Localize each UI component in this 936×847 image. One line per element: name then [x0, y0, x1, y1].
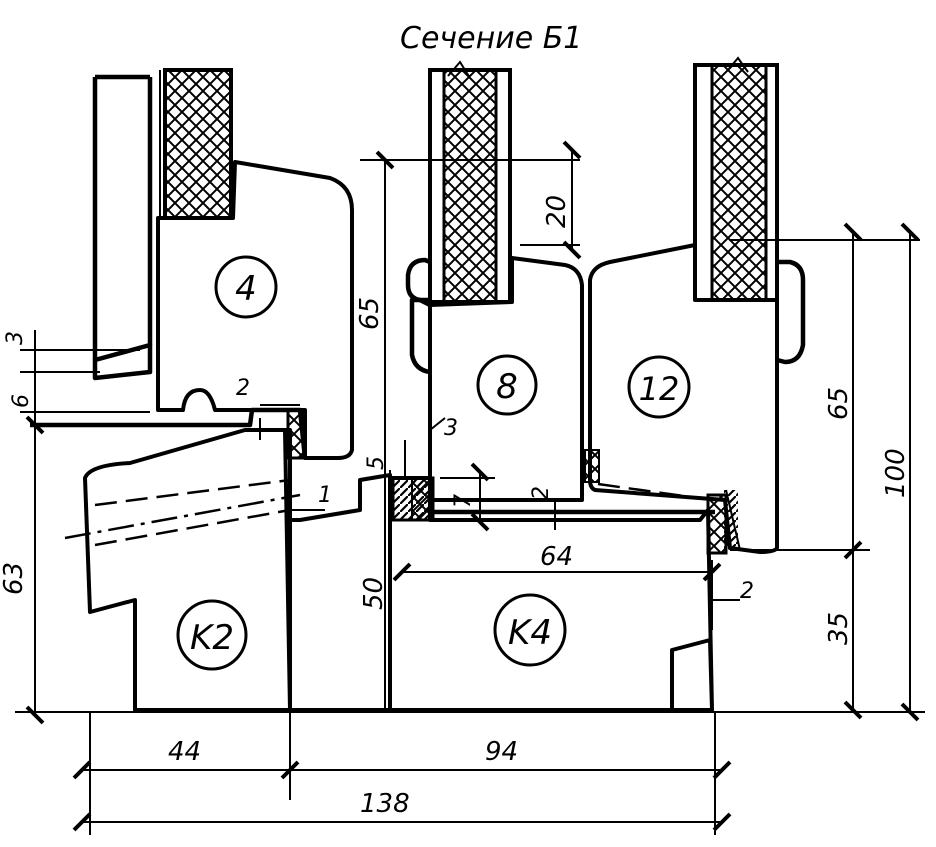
profile-12-label: 12: [639, 370, 680, 408]
dim-2-mid: 2: [529, 486, 554, 500]
dim-1: 1: [318, 483, 332, 508]
seal-right: [706, 493, 728, 555]
right-frame-assembly: [584, 56, 806, 555]
middle-frame-assembly: [388, 60, 715, 712]
profile-k2-label: K2: [190, 618, 234, 658]
dim-65-right: 65: [824, 387, 854, 420]
dim-138: 138: [360, 789, 410, 819]
profile-4-label: 4: [235, 269, 257, 309]
dim-100: 100: [881, 448, 911, 498]
dim-5: 5: [364, 456, 389, 470]
dim-3-mid: 3: [444, 416, 458, 441]
profile-k2-shape: [83, 428, 292, 712]
dim-64: 64: [540, 542, 573, 572]
dim-63: 63: [0, 562, 29, 595]
profile-k4-label: K4: [508, 613, 552, 653]
profile-labels: 4 8 12 K2 K4: [176, 255, 691, 671]
section-title: Сечение Б1: [400, 21, 582, 56]
dim-2-right: 2: [740, 579, 754, 604]
dim-6-left: 6: [9, 394, 34, 408]
dim-20: 20: [542, 195, 572, 228]
dim-65-left: 65: [355, 297, 385, 330]
dim-50: 50: [359, 577, 389, 610]
dim-35: 35: [824, 612, 854, 645]
dimension-values: 3 6 63 65 2 5 3 1 20 7 2 64 50 2 65 100 …: [0, 195, 911, 819]
dim-94: 94: [485, 737, 518, 767]
left-frame-assembly: [30, 68, 392, 712]
dim-44: 44: [168, 737, 201, 767]
dimension-lines: [15, 140, 925, 835]
dim-3-left: 3: [3, 331, 28, 345]
dim-2-top: 2: [236, 376, 250, 401]
dim-7: 7: [451, 494, 476, 508]
seal-left: [286, 408, 306, 460]
glass-unit-left: [163, 68, 233, 220]
profile-8-label: 8: [496, 367, 518, 407]
